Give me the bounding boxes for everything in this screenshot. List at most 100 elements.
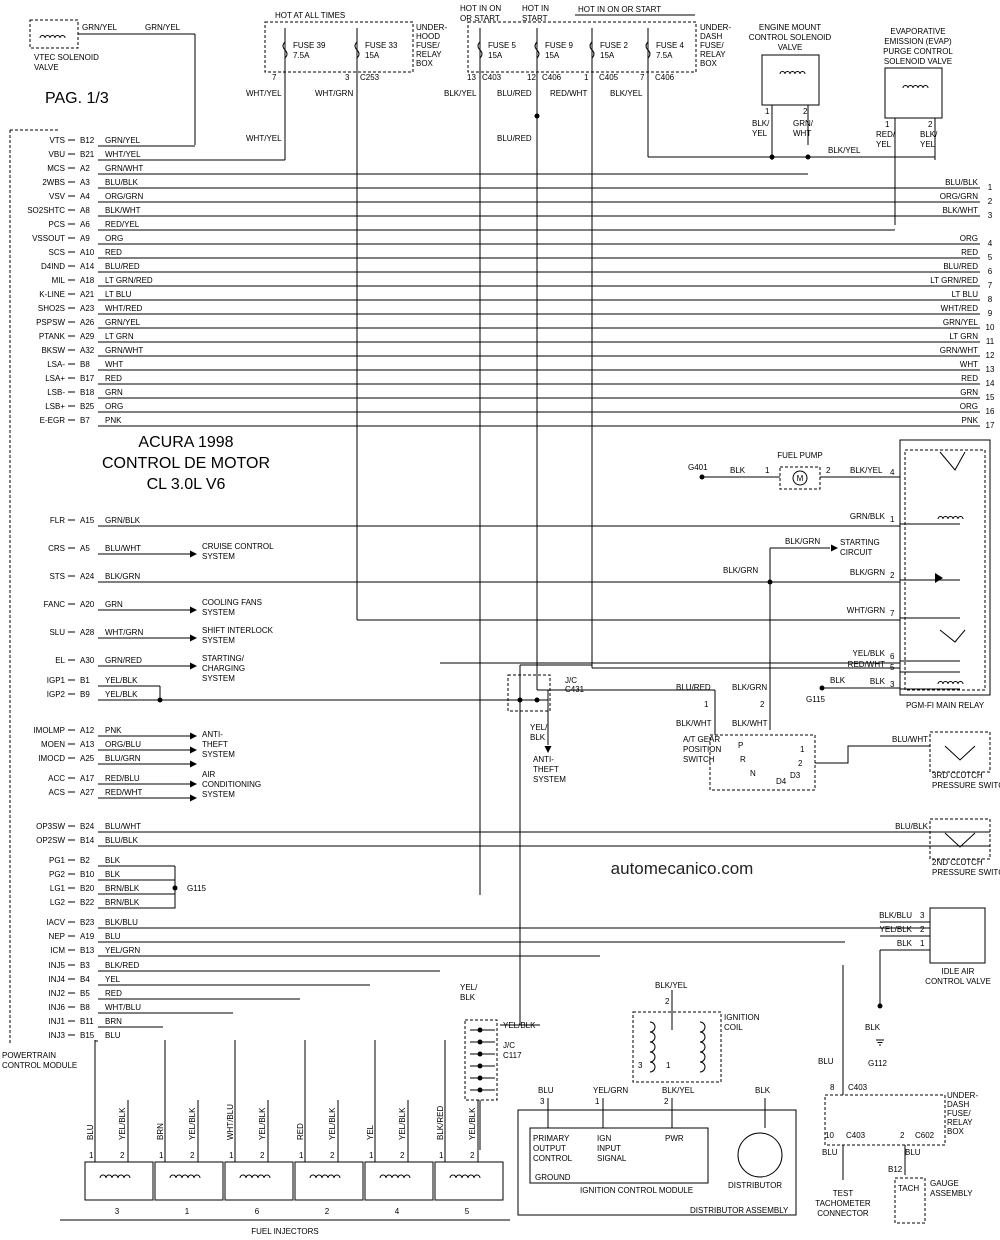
jc117-label: J/C	[503, 1041, 515, 1050]
tach-label: TACH	[898, 1184, 919, 1193]
fuse-wire-label: WHT/GRN	[315, 89, 353, 98]
relay-diode	[935, 573, 943, 583]
ecm-wire-color: RED	[105, 989, 122, 998]
ecm-pin-signal: NEP	[49, 932, 65, 941]
fuse-pin: 7	[640, 73, 645, 82]
signal-arrow	[190, 550, 197, 558]
fuse-wire-label: BLU/RED	[497, 89, 532, 98]
pin-label: 2	[826, 466, 831, 475]
underdash-label: FUSE/	[947, 1109, 971, 1118]
fuse-amp: 7.5A	[656, 51, 673, 60]
jc117-box	[464, 1019, 498, 1101]
right-wire-label: PNK	[962, 416, 979, 425]
pressure-switch-label: 3RD CLUTCH	[932, 771, 983, 780]
ecm-pin-signal: OP3SW	[36, 822, 65, 831]
ecm-wire-color: YEL	[105, 975, 121, 984]
ecm-pin-signal: INJ2	[49, 989, 66, 998]
ecm-wire-color: BRN/BLK	[105, 898, 140, 907]
ecm-pin-number: B5	[80, 989, 90, 998]
injector-wire-label: WHT/BLU	[226, 1104, 235, 1140]
wire-label: BLU/BLK	[895, 822, 929, 831]
ecm-wire-color: BLK/WHT	[105, 206, 141, 215]
pressure-switch-label: 2ND CLUTCH	[932, 858, 983, 867]
system-label: COOLING FANS	[202, 598, 262, 607]
iacv-box	[929, 907, 986, 964]
wire-label: BLK/GRN	[732, 683, 767, 692]
jc117-label: C117	[503, 1051, 522, 1060]
pin-label: B12	[888, 1165, 903, 1174]
ecm-pin-number: A30	[80, 656, 95, 665]
pin-label: 1	[885, 120, 890, 129]
wire-label: BLK/YEL	[662, 1086, 695, 1095]
right-wire-number: 7	[988, 281, 993, 290]
ground-label: G401	[688, 463, 708, 472]
signal-arrow	[190, 746, 197, 754]
ecm-pin-number: B8	[80, 1003, 90, 1012]
page-label: PAG. 1/3	[45, 90, 109, 107]
right-wire-number: 8	[988, 295, 993, 304]
vtec-wire-label: GRN/YEL	[145, 23, 181, 32]
right-wire-label: ORG	[960, 234, 978, 243]
underdash-label: BOX	[700, 59, 718, 68]
relay-pin: 6	[890, 652, 895, 661]
ecm-pin-signal: IGP1	[47, 676, 66, 685]
ecm-pin-number: A2	[80, 164, 90, 173]
ecm-pin-number: B17	[80, 374, 95, 383]
icm-block-label: IGN	[597, 1134, 611, 1143]
gear-position: R	[740, 755, 746, 764]
ecm-wire-color: BRN/BLK	[105, 884, 140, 893]
ignition-coil-secondary	[699, 1021, 706, 1073]
wire-label: BLU	[538, 1086, 554, 1095]
right-wire-label: BLU/BLK	[945, 178, 979, 187]
pin-label: 2	[760, 700, 765, 709]
right-wire-number: 17	[986, 421, 995, 430]
relay-wire-label: RED/WHT	[848, 660, 885, 669]
ecm-pin-signal: VBU	[49, 150, 66, 159]
wire-label: BLK/	[752, 119, 770, 128]
signal-arrow	[190, 634, 197, 642]
pin-label: 2	[470, 1151, 475, 1160]
system-label: THEFT	[202, 740, 228, 749]
pressure-switch-label: PRESSURE SWITCH	[932, 781, 1000, 790]
ecm-pin-signal: STS	[49, 572, 65, 581]
right-wire-number: 5	[988, 253, 993, 262]
system-label: STARTING/	[202, 654, 245, 663]
ecm-pin-number: A17	[80, 774, 95, 783]
gear-position: 2	[798, 759, 803, 768]
ecm-pin-number: B20	[80, 884, 95, 893]
underhood-fuse-box	[264, 21, 414, 73]
pin-label: 3	[920, 911, 925, 920]
wire-label: BLU	[905, 1148, 921, 1157]
relay-pin: 2	[890, 571, 895, 580]
ecm-pin-number: A21	[80, 290, 95, 299]
pin-label: 2	[260, 1151, 265, 1160]
wire-label: YEL/BLK	[880, 925, 913, 934]
fuel-pump-label: FUEL PUMP	[777, 451, 823, 460]
ecm-pin-number: A10	[80, 248, 95, 257]
iacv-label: IDLE AIR	[942, 967, 975, 976]
injector-wire-label: YEL	[366, 1124, 375, 1140]
ecm-pin-number: B14	[80, 836, 95, 845]
ecm-pin-number: B7	[80, 416, 90, 425]
at-gear-label: SWITCH	[683, 755, 715, 764]
fuse-wire-label: BLU/RED	[497, 134, 532, 143]
pressure-switch-contact	[944, 745, 976, 761]
wire-label: BLK/WHT	[732, 719, 768, 728]
splice-dot	[805, 154, 811, 160]
wire-label: YEL	[876, 140, 892, 149]
fuse-wire-label: WHT/YEL	[246, 89, 282, 98]
wire-label: BLK	[530, 733, 546, 742]
injector-wire-label: YEL/BLK	[328, 1107, 337, 1140]
ecm-pin-signal: MOEN	[41, 740, 65, 749]
ecm-pin-number: A18	[80, 276, 95, 285]
pin-label: 2	[120, 1151, 125, 1160]
pin-label: 2	[190, 1151, 195, 1160]
ecm-wire-color: RED	[105, 374, 122, 383]
injector-wire-label: YEL/BLK	[398, 1107, 407, 1140]
injector-wire-label: YEL/BLK	[468, 1107, 477, 1140]
ecm-pin-signal: LSA-	[47, 360, 65, 369]
injector-number: 1	[185, 1207, 190, 1216]
wire-label: YEL/GRN	[593, 1086, 628, 1095]
evap-valve-box	[884, 67, 943, 119]
